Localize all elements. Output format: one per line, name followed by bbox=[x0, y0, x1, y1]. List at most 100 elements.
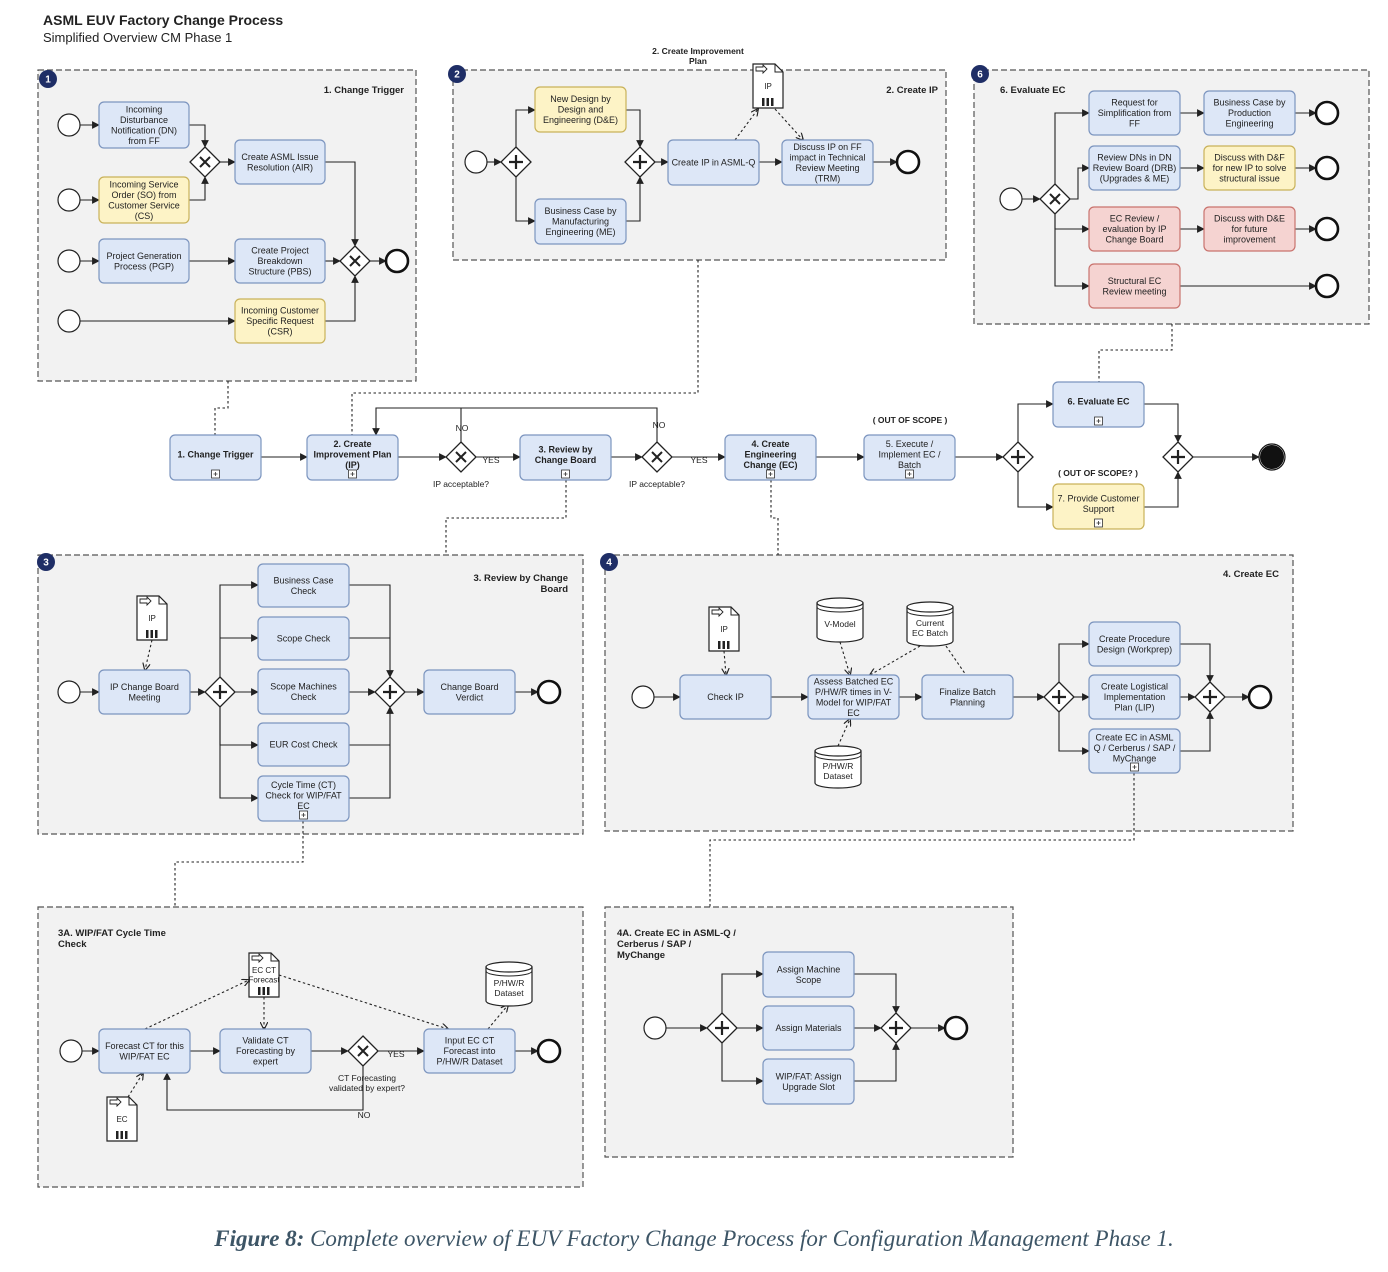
end-event-icon bbox=[536, 1038, 562, 1064]
sequence-flow bbox=[349, 584, 394, 678]
sequence-flow bbox=[721, 970, 764, 1013]
parallel-gateway-icon bbox=[1043, 681, 1075, 713]
panel-badge bbox=[971, 65, 989, 83]
task-p3-eur-cost[interactable]: EUR Cost Check bbox=[257, 722, 350, 767]
sequence-flow bbox=[1017, 472, 1054, 511]
sequence-flow bbox=[626, 109, 644, 148]
association-line bbox=[351, 260, 699, 435]
task-label: 5. Execute /Implement EC /Batch bbox=[878, 439, 941, 470]
task-p4a-materials[interactable]: Assign Materials bbox=[762, 1005, 855, 1051]
panel-badge-number: 4 bbox=[606, 558, 612, 569]
start-event-icon bbox=[57, 249, 81, 273]
association-line bbox=[487, 1005, 508, 1030]
association-line bbox=[174, 821, 304, 907]
sequence-flow bbox=[1054, 109, 1090, 184]
end-event-icon bbox=[384, 248, 410, 274]
association-line bbox=[774, 108, 803, 140]
sequence-flow bbox=[325, 275, 359, 322]
figure-caption: Figure 8: Complete overview of EUV Facto… bbox=[0, 1226, 1388, 1252]
start-event-icon bbox=[631, 685, 655, 709]
panel-title: 4. Create EC bbox=[1223, 569, 1279, 580]
flow-label: YES bbox=[690, 455, 707, 465]
flow-label: IP acceptable? bbox=[433, 479, 489, 489]
end-event-icon bbox=[1314, 155, 1340, 181]
sequence-flow bbox=[1054, 214, 1090, 290]
start-event-icon bbox=[57, 680, 81, 704]
sequence-flow bbox=[163, 1066, 364, 1111]
task-m-change-trigger[interactable]: 1. Change Trigger bbox=[169, 434, 262, 481]
association-line bbox=[724, 650, 726, 675]
flow-label: NO bbox=[456, 423, 469, 433]
panel-title: 1. Change Trigger bbox=[324, 85, 405, 96]
panel-badge bbox=[37, 553, 55, 571]
parallel-gateway-icon bbox=[374, 676, 406, 708]
exclusive-gateway-icon bbox=[189, 146, 221, 178]
parallel-gateway-icon bbox=[500, 146, 532, 178]
caption-label: Figure 8: bbox=[214, 1226, 305, 1251]
end-event-icon bbox=[895, 149, 921, 175]
task-m-evaluate[interactable]: 6. Evaluate EC bbox=[1052, 381, 1145, 428]
start-event-icon bbox=[57, 188, 81, 212]
end-event-icon bbox=[943, 1015, 969, 1041]
task-p4-check-ip[interactable]: Check IP bbox=[679, 674, 772, 720]
task-m-execute[interactable]: 5. Execute /Implement EC /Batch bbox=[863, 434, 956, 481]
association-line bbox=[734, 109, 758, 141]
task-p3-scope-check[interactable]: Scope Check bbox=[257, 616, 350, 661]
document-label: EC bbox=[116, 1115, 127, 1124]
sequence-flow bbox=[854, 973, 900, 1014]
flow-label: NO bbox=[358, 1110, 371, 1120]
caption-text: Complete overview of EUV Factory Change … bbox=[310, 1226, 1174, 1251]
task-p2-create-ip[interactable]: Create IP in ASML-Q bbox=[667, 139, 760, 186]
sequence-flow bbox=[626, 176, 644, 222]
panel-badge-number: 1 bbox=[45, 75, 51, 86]
